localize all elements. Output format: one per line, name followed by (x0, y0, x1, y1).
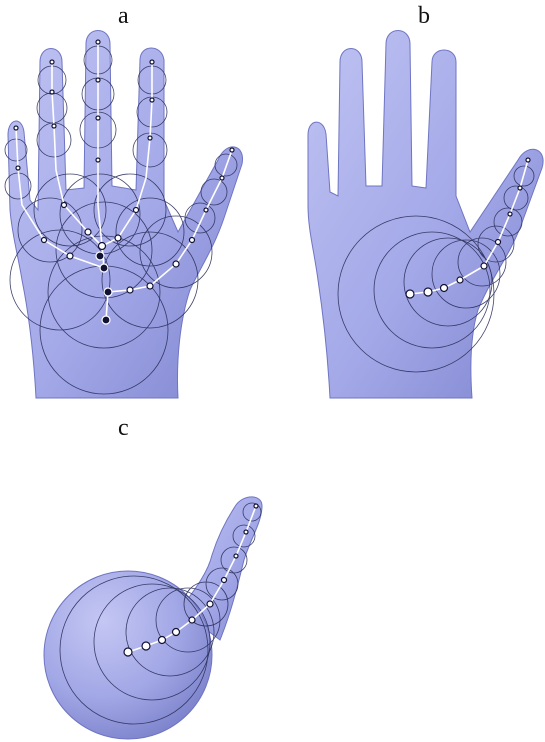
shape-c (44, 497, 262, 739)
hand-b (308, 31, 543, 399)
hand-a (5, 31, 243, 399)
hand-a-silhouette (8, 31, 243, 399)
